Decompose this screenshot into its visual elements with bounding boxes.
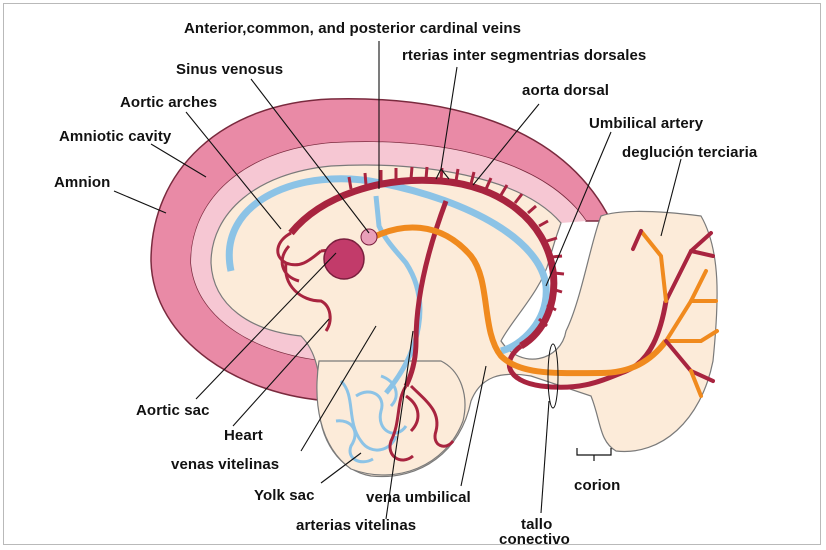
label-intersegmental-arteries: rterias inter segmentrias dorsales <box>402 47 646 65</box>
label-venas-vitelinas: venas vitelinas <box>171 456 279 474</box>
label-aorta-dorsal: aorta dorsal <box>522 82 609 100</box>
label-heart: Heart <box>224 427 263 445</box>
yolk-sac <box>317 361 465 475</box>
label-yolk-sac: Yolk sac <box>254 487 315 505</box>
label-vena-umbilical: vena umbilical <box>366 489 471 507</box>
label-amniotic-cavity: Amniotic cavity <box>59 128 171 146</box>
label-cardinal-veins: Anterior,common, and posterior cardinal … <box>184 20 521 38</box>
label-aortic-arches: Aortic arches <box>120 94 217 112</box>
label-arterias-vitelinas: arterias vitelinas <box>296 517 416 535</box>
label-aortic-sac: Aortic sac <box>136 402 210 420</box>
label-sinus-venosus: Sinus venosus <box>176 61 283 79</box>
embryo-circulation-diagram <box>4 4 822 546</box>
sinus-venosus-drawing <box>361 229 377 245</box>
label-umbilical-artery: Umbilical artery <box>589 115 703 133</box>
label-deglucion-terciaria: deglución terciaria <box>622 144 757 162</box>
label-amnion: Amnion <box>54 174 110 192</box>
label-conectivo: conectivo <box>499 531 570 549</box>
corion-bracket <box>577 448 611 461</box>
label-corion: corion <box>574 477 620 495</box>
figure-frame: Anterior,common, and posterior cardinal … <box>3 3 821 545</box>
